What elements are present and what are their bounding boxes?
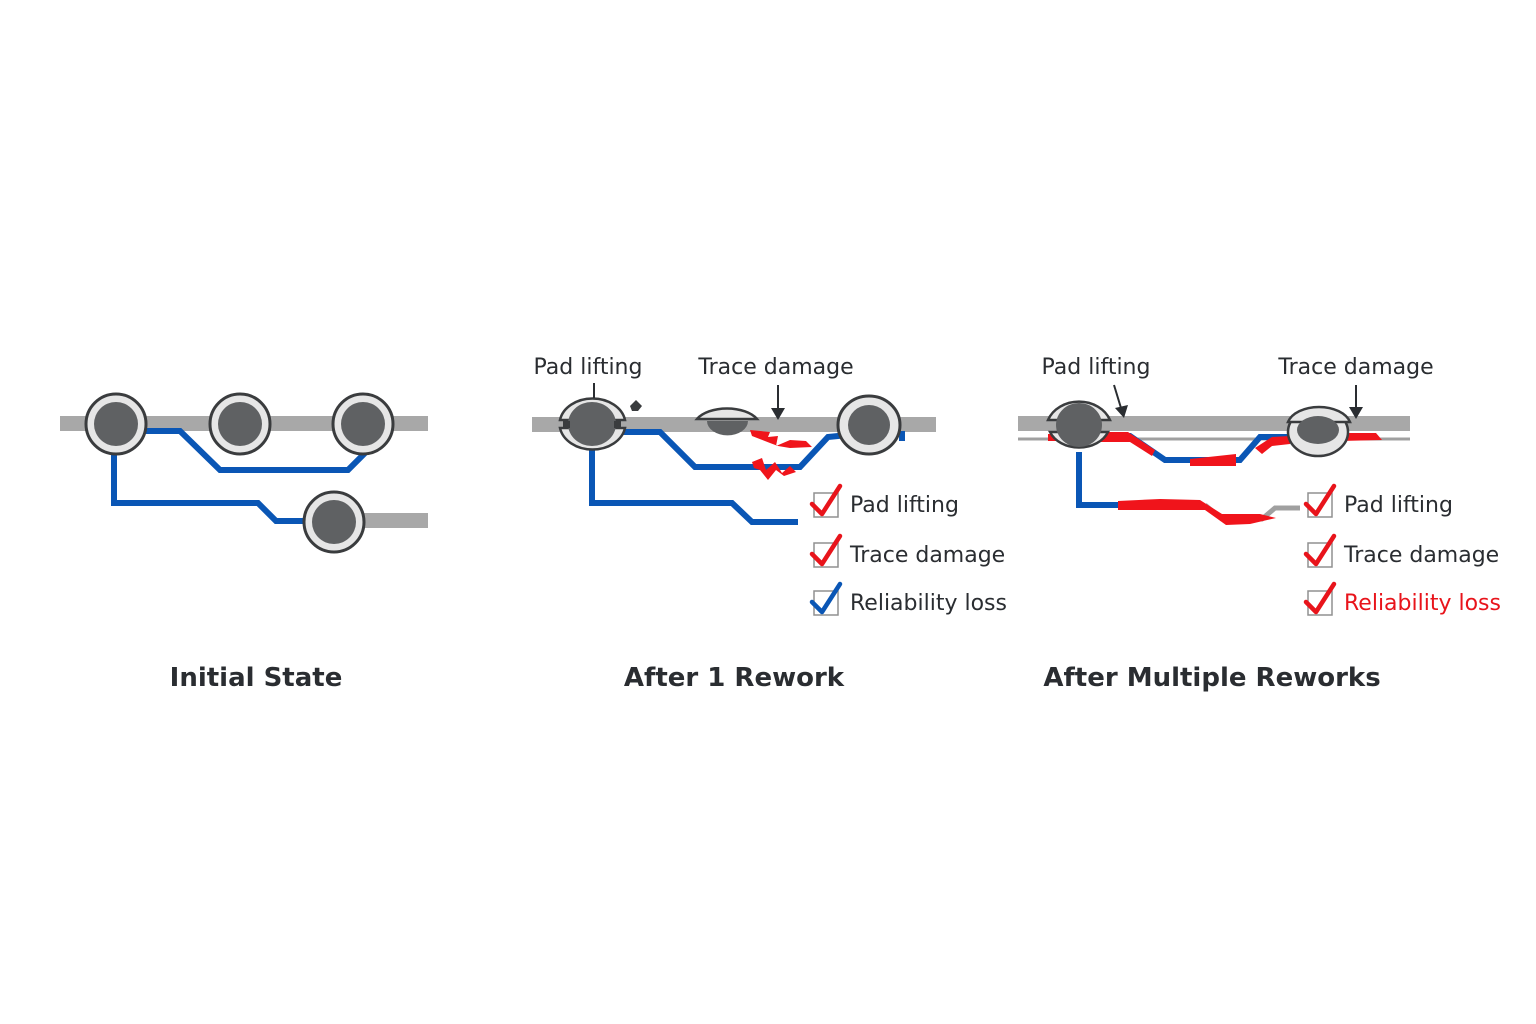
trace-upper — [140, 428, 373, 473]
panel-after-one-rework: Pad lifting Trace damage Pad lifting Tra… — [532, 355, 1007, 693]
check-icon — [1303, 581, 1337, 615]
svg-text:Pad lifting: Pad lifting — [850, 493, 959, 518]
check-icon — [1303, 533, 1337, 567]
debris-fragment — [630, 400, 642, 411]
lifted-pad — [558, 397, 627, 451]
pad — [302, 490, 366, 554]
check-icon — [809, 581, 843, 615]
lifted-pad — [1046, 400, 1112, 449]
check-icon — [1303, 483, 1337, 517]
check-icon — [809, 483, 843, 517]
checklist-item: Reliability loss — [1303, 581, 1501, 616]
checklist: Pad lifting Trace damage Reliability los… — [809, 483, 1007, 616]
trace-damage — [750, 430, 812, 480]
pad — [84, 392, 148, 456]
checklist-item: Trace damage — [1303, 533, 1499, 568]
arrow-down-icon — [1113, 384, 1128, 418]
svg-text:Reliability loss: Reliability loss — [1344, 591, 1501, 616]
checklist-item: Pad lifting — [809, 483, 959, 518]
svg-text:Reliability loss: Reliability loss — [850, 591, 1007, 616]
pad — [331, 392, 395, 456]
callout-pad-lifting: Pad lifting — [1042, 355, 1151, 380]
checklist-item: Reliability loss — [809, 581, 1007, 616]
svg-text:Trace damage: Trace damage — [1343, 543, 1499, 568]
svg-text:Pad lifting: Pad lifting — [1344, 493, 1453, 518]
panel-title: After 1 Rework — [624, 663, 845, 693]
damaged-pad — [694, 407, 760, 436]
check-icon — [809, 533, 843, 567]
checklist-item: Trace damage — [809, 533, 1005, 568]
callout-trace-damage: Trace damage — [1277, 355, 1433, 380]
arrow-down-icon — [1349, 385, 1363, 419]
damaged-pad — [1286, 405, 1352, 458]
pad — [836, 394, 902, 456]
trace-lower — [589, 450, 798, 525]
callout-pad-lifting: Pad lifting — [534, 355, 643, 380]
trace-network — [111, 428, 373, 524]
panel-initial-state: Initial State — [60, 392, 428, 693]
checklist: Pad lifting Trace damage Reliability los… — [1303, 483, 1501, 616]
pad — [208, 392, 272, 456]
checklist-item: Pad lifting — [1303, 483, 1453, 518]
callout-trace-damage: Trace damage — [697, 355, 853, 380]
trace-lower — [1076, 452, 1120, 508]
trace-upper — [618, 429, 849, 470]
trace-damage — [1048, 432, 1382, 525]
svg-text:Trace damage: Trace damage — [849, 543, 1005, 568]
trace-lower — [111, 448, 310, 524]
panel-after-multiple-reworks: Pad lifting Trace damage Pad lifting Tra… — [1018, 355, 1501, 693]
panel-title: After Multiple Reworks — [1043, 663, 1380, 693]
arrow-down-icon — [771, 385, 785, 420]
panel-title: Initial State — [170, 663, 343, 693]
